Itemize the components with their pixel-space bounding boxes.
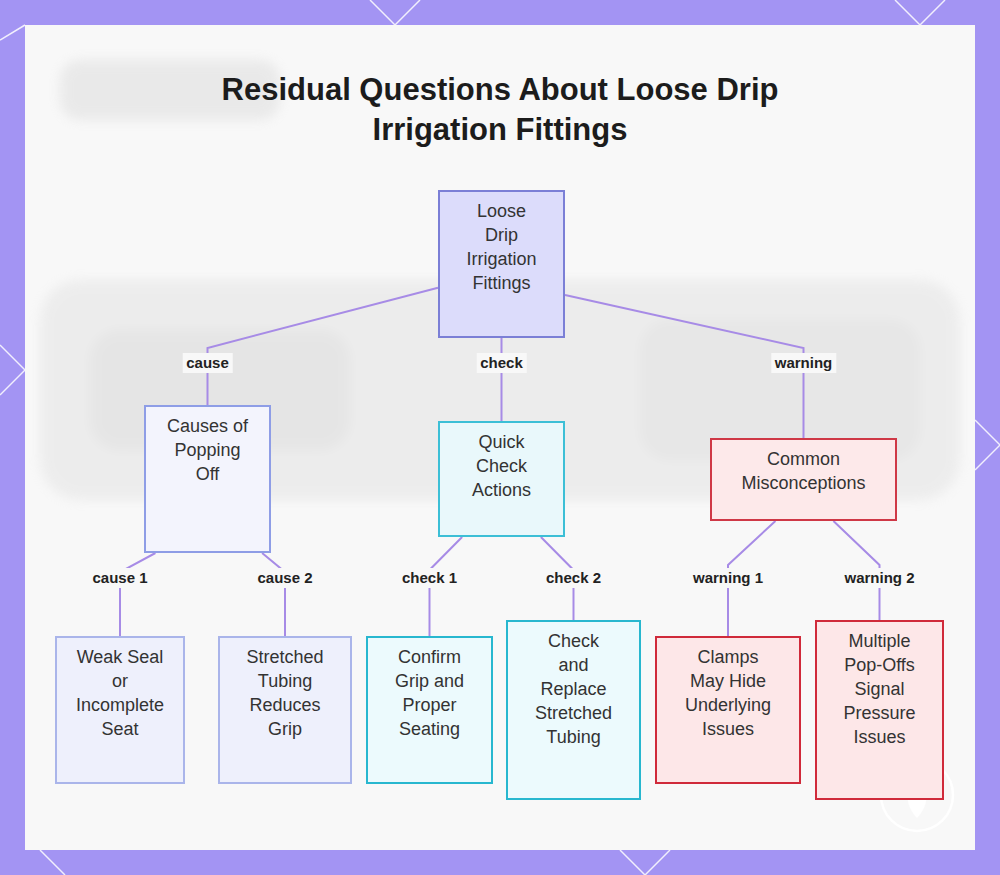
- concept-box: Clamps May Hide Underlying Issues: [655, 636, 801, 784]
- connector-line: [262, 553, 285, 636]
- node-text: Confirm Grip and Proper Seating: [386, 645, 474, 741]
- edge-label: cause 1: [88, 568, 151, 588]
- node-text: Check and Replace Stretched Tubing: [535, 629, 613, 749]
- node-text: Quick Check Actions: [460, 430, 544, 502]
- frame-line: [395, 0, 420, 25]
- node-text: Clamps May Hide Underlying Issues: [684, 645, 772, 741]
- node-text: Stretched Tubing Reduces Grip: [238, 645, 332, 741]
- frame-line: [40, 850, 65, 875]
- concept-box: Weak Seal or Incomplete Seat: [55, 636, 185, 784]
- edge-label: warning 2: [840, 568, 918, 588]
- concept-box: Loose Drip Irrigation Fittings: [438, 190, 565, 338]
- edge-label: warning: [771, 353, 837, 373]
- concept-box: Stretched Tubing Reduces Grip: [218, 636, 352, 784]
- node-text: Loose Drip Irrigation Fittings: [465, 199, 539, 295]
- connector-line: [120, 553, 155, 636]
- connector-line: [208, 288, 439, 405]
- edge-label: check 2: [542, 568, 605, 588]
- node-text: Multiple Pop-Offs Signal Pressure Issues: [837, 629, 923, 749]
- panel: [25, 25, 975, 850]
- concept-box: Multiple Pop-Offs Signal Pressure Issues: [815, 620, 944, 800]
- concept-box: Check and Replace Stretched Tubing: [506, 620, 641, 800]
- frame-line: [645, 850, 670, 875]
- edge-label: cause: [182, 353, 233, 373]
- node-text: Weak Seal or Incomplete Seat: [73, 645, 167, 741]
- frame-line: [920, 0, 945, 25]
- frame-line: [895, 0, 920, 25]
- node-text: Causes of Popping Off: [166, 414, 250, 486]
- edge-label: cause 2: [253, 568, 316, 588]
- edge-label: warning 1: [689, 568, 767, 588]
- concept-box: Confirm Grip and Proper Seating: [366, 636, 493, 784]
- node-text: Common Misconceptions: [731, 447, 877, 495]
- connector-line: [501, 338, 503, 421]
- concept-box: Common Misconceptions: [710, 438, 897, 521]
- frame-line: [370, 0, 395, 25]
- concept-box: Quick Check Actions: [438, 421, 565, 537]
- frame-line: [620, 850, 645, 875]
- connector-line: [565, 295, 804, 438]
- frame-line: [975, 445, 1000, 470]
- edge-label: check: [476, 353, 527, 373]
- diagram-title: Residual Questions About Loose Drip Irri…: [190, 70, 810, 150]
- frame-line: [0, 345, 25, 370]
- frame-line: [0, 370, 25, 395]
- frame-line: [0, 25, 25, 40]
- frame-line: [975, 420, 1000, 445]
- edge-label: check 1: [398, 568, 461, 588]
- concept-box: Causes of Popping Off: [144, 405, 271, 553]
